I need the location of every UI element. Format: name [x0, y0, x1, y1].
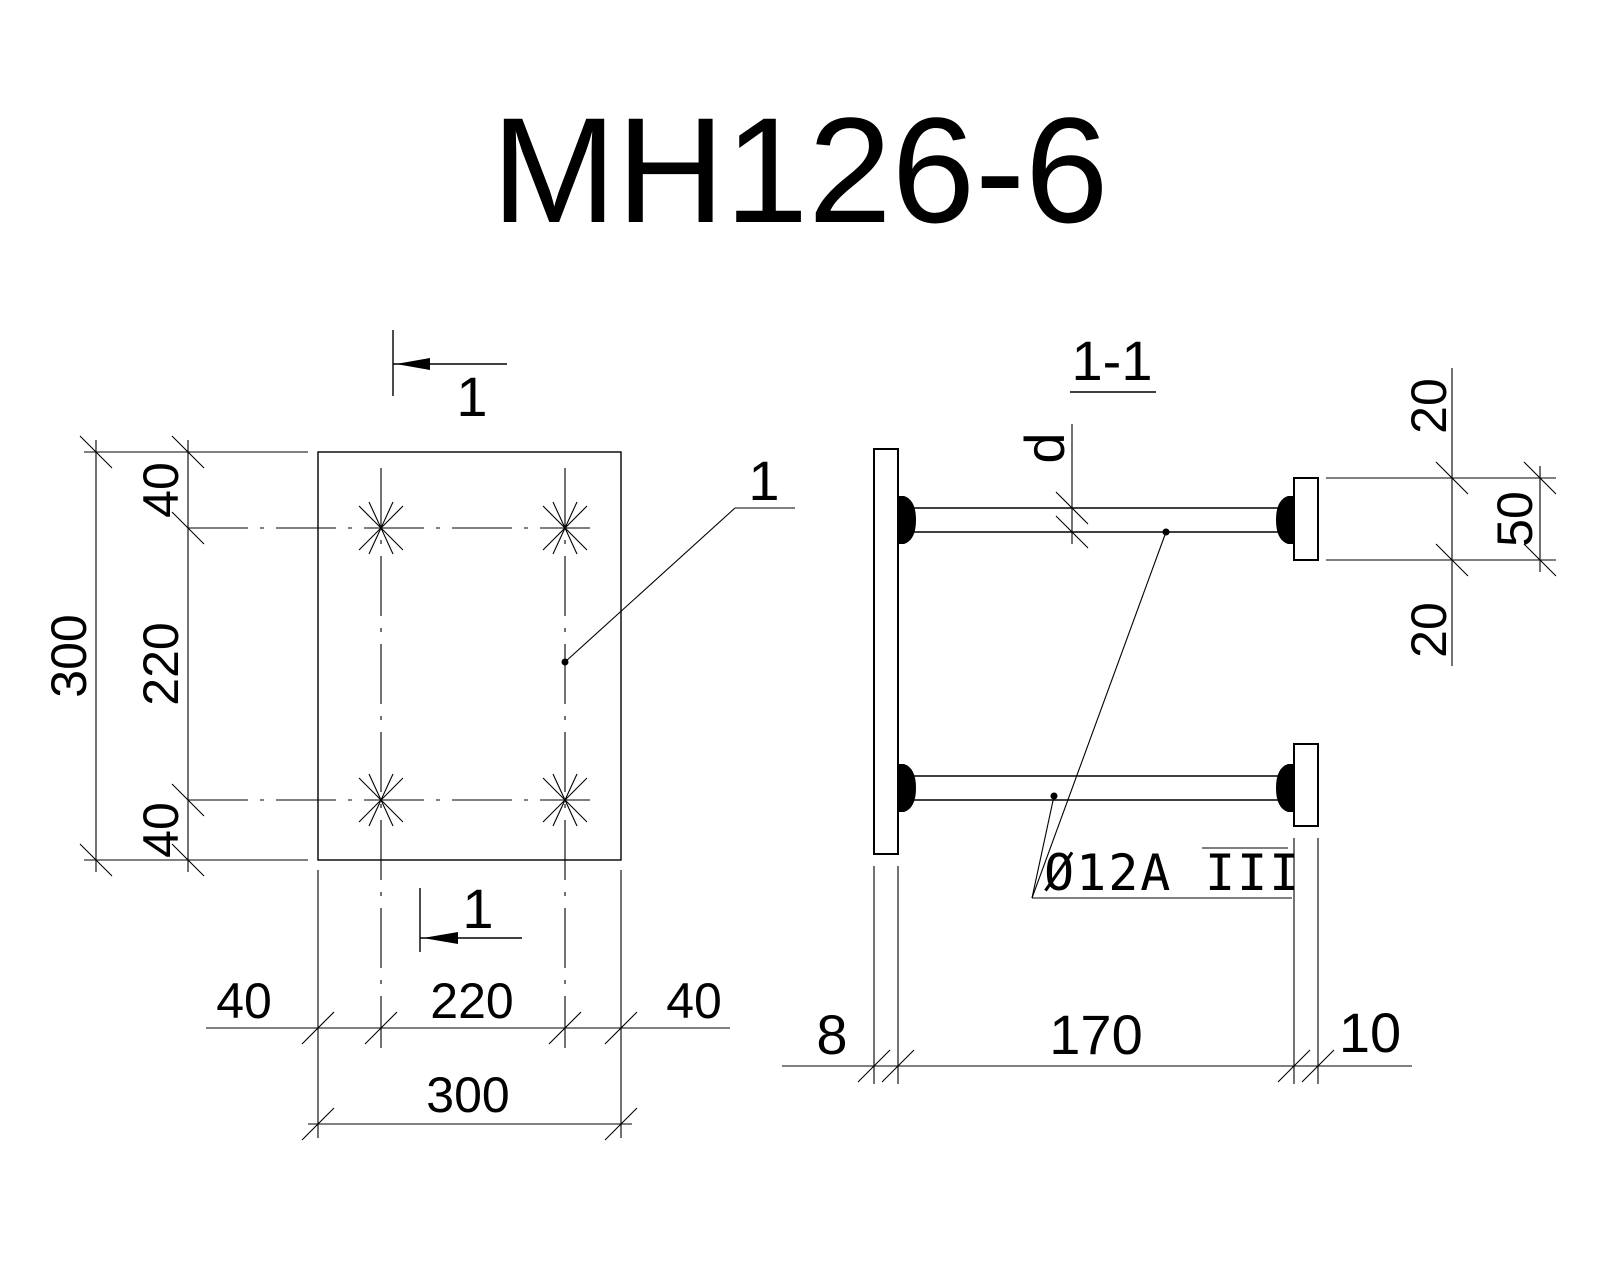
dim-bar-length: 170: [1049, 1003, 1142, 1066]
dim-height-middle: 220: [133, 622, 189, 705]
anchor-weld-mark: [358, 501, 404, 555]
weld-bead-lower-left: [898, 764, 916, 812]
dim-right-top: 20: [1401, 378, 1457, 434]
end-washer-upper: [1293, 477, 1319, 561]
embed-plate-side: [873, 448, 899, 855]
plan-view: 1 1 1 300: [41, 330, 795, 1141]
drawing-title: MH126-6: [492, 86, 1109, 254]
rebar-class-label: III: [1205, 844, 1301, 902]
section-mark-label: 1: [462, 877, 493, 940]
dim-width-total: 300: [426, 1067, 509, 1123]
weld-bead-lower-right: [1276, 764, 1294, 812]
dim-plate-thickness: 8: [816, 1003, 847, 1066]
embed-plate-outline: [317, 451, 622, 861]
dim-width-left: 40: [216, 973, 272, 1029]
dim-right-bottom: 20: [1401, 602, 1457, 658]
dim-diameter-label: d: [1013, 432, 1076, 463]
section-cut-mark-bottom: 1: [419, 877, 522, 952]
dim-width-right: 40: [666, 973, 722, 1029]
section-mark-label: 1: [456, 365, 487, 428]
dim-width-middle: 220: [430, 973, 513, 1029]
callout-label: 1: [748, 449, 779, 512]
section-title: 1-1: [1072, 329, 1153, 392]
part-callout: 1: [561, 449, 795, 666]
section-arrow-icon: [423, 932, 458, 944]
section-bottom-dimensions: 8 170 10: [782, 838, 1412, 1084]
anchor-weld-mark: [358, 773, 404, 827]
rebar-spec-prefix: Ø12A: [1044, 844, 1172, 902]
anchor-weld-mark: [542, 773, 588, 827]
anchor-weld-mark: [542, 501, 588, 555]
section-cut-mark-top: 1: [392, 330, 507, 428]
dim-height-bottom: 40: [133, 802, 189, 858]
end-washer-lower: [1293, 743, 1319, 827]
dim-end-thickness: 10: [1339, 1001, 1401, 1064]
section-arrow-icon: [396, 358, 430, 370]
rebar-callout: Ø12A III: [1031, 528, 1301, 902]
dim-height-total: 300: [41, 614, 97, 697]
section-view: 1-1 d Ø12A III: [782, 329, 1557, 1084]
bar-diameter-dimension: d: [1013, 424, 1089, 549]
weld-bead-upper-left: [898, 496, 916, 544]
dim-height-top: 40: [133, 462, 189, 518]
plan-horizontal-dimensions: 40 220 40 300: [206, 870, 730, 1141]
dim-right-middle: 50: [1487, 491, 1543, 547]
plan-vertical-dimensions: 300 40 220 40: [41, 435, 308, 877]
section-right-dimensions: 20 50 20: [1326, 368, 1557, 666]
weld-bead-upper-right: [1276, 496, 1294, 544]
